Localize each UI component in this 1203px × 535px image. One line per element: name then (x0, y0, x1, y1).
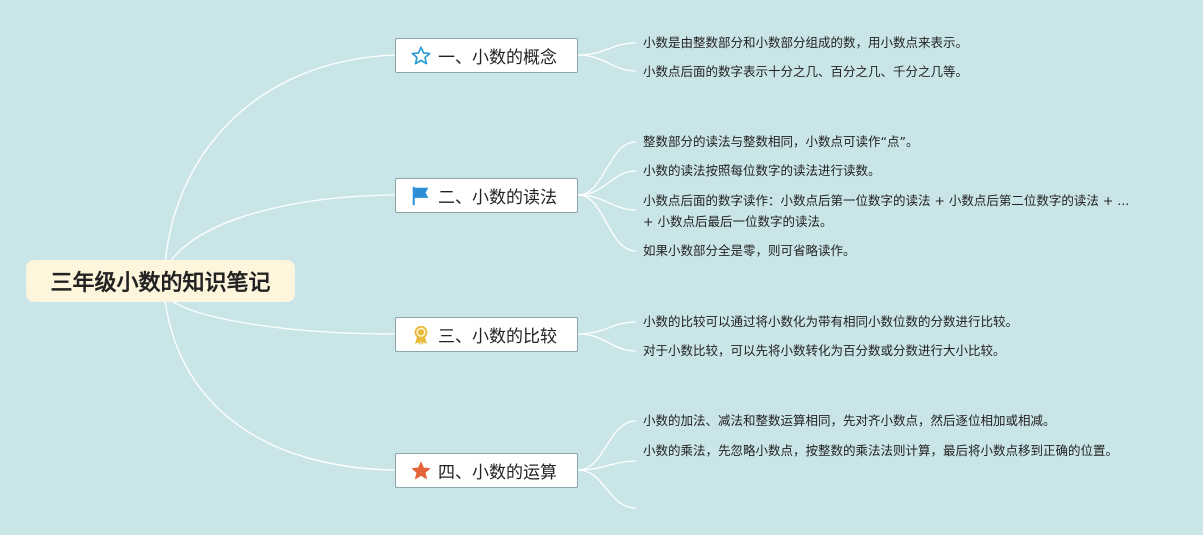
branch-comparison[interactable]: 三、小数的比较 (395, 317, 578, 352)
note-item[interactable]: 小数是由整数部分和小数部分组成的数，用小数点来表示。 (643, 35, 969, 50)
flag-icon (410, 185, 432, 207)
root-connector-4 (164, 299, 396, 471)
branch-label: 二、小数的读法 (438, 188, 557, 208)
branch-label: 四、小数的运算 (438, 463, 557, 483)
branch4-connector-c (577, 469, 637, 509)
branch-label: 一、小数的概念 (438, 48, 557, 68)
branch2-connector-b (577, 170, 637, 196)
branch2-connector-d (577, 194, 637, 252)
branch3-connector-b (577, 333, 637, 352)
note-item[interactable]: 小数的比较可以通过将小数化为带有相同小数位数的分数进行比较。 (643, 314, 1019, 329)
branch4-connector-b (577, 460, 637, 471)
branch1-connector-a (577, 42, 637, 56)
branch1-connector-b (577, 54, 637, 72)
branch3-connector-a (577, 321, 637, 335)
branch-operations[interactable]: 四、小数的运算 (395, 453, 578, 488)
branch4-connector-a (577, 420, 637, 471)
root-connector-3 (169, 299, 396, 335)
note-item[interactable]: 小数点后面的数字表示十分之几、百分之几、千分之几等。 (643, 64, 969, 79)
note-item[interactable]: 小数的加法、减法和整数运算相同，先对齐小数点，然后逐位相加或相减。 (643, 413, 1056, 428)
root-connector-2 (169, 194, 396, 263)
star-filled-icon (410, 460, 432, 482)
note-item[interactable]: 对于小数比较，可以先将小数转化为百分数或分数进行大小比较。 (643, 343, 1006, 358)
star-outline-icon (410, 45, 432, 67)
branch-reading[interactable]: 二、小数的读法 (395, 178, 578, 213)
root-topic[interactable]: 三年级小数的知识笔记 (26, 260, 295, 302)
note-item[interactable]: 如果小数部分全是零，则可省略读作。 (643, 243, 856, 258)
root-title: 三年级小数的知识笔记 (50, 271, 271, 296)
note-item[interactable]: 小数的读法按照每位数字的读法进行读数。 (643, 163, 881, 178)
note-item[interactable]: 小数点后面的数字读作：小数点后第一位数字的读法 + 小数点后第二位数字的读法 +… (643, 193, 1130, 229)
branch-label: 三、小数的比较 (438, 327, 557, 347)
branch2-connector-c (577, 194, 637, 211)
root-connector-1 (164, 54, 396, 266)
branch2-connector-a (577, 141, 637, 196)
note-item-empty[interactable] (643, 497, 1143, 518)
branch-concept[interactable]: 一、小数的概念 (395, 38, 578, 73)
note-item[interactable]: 小数的乘法，先忽略小数点，按整数的乘法法则计算，最后将小数点移到正确的位置。 (643, 443, 1119, 458)
award-ribbon-icon (410, 324, 432, 346)
note-item[interactable]: 整数部分的读法与整数相同，小数点可读作“点”。 (643, 134, 919, 149)
